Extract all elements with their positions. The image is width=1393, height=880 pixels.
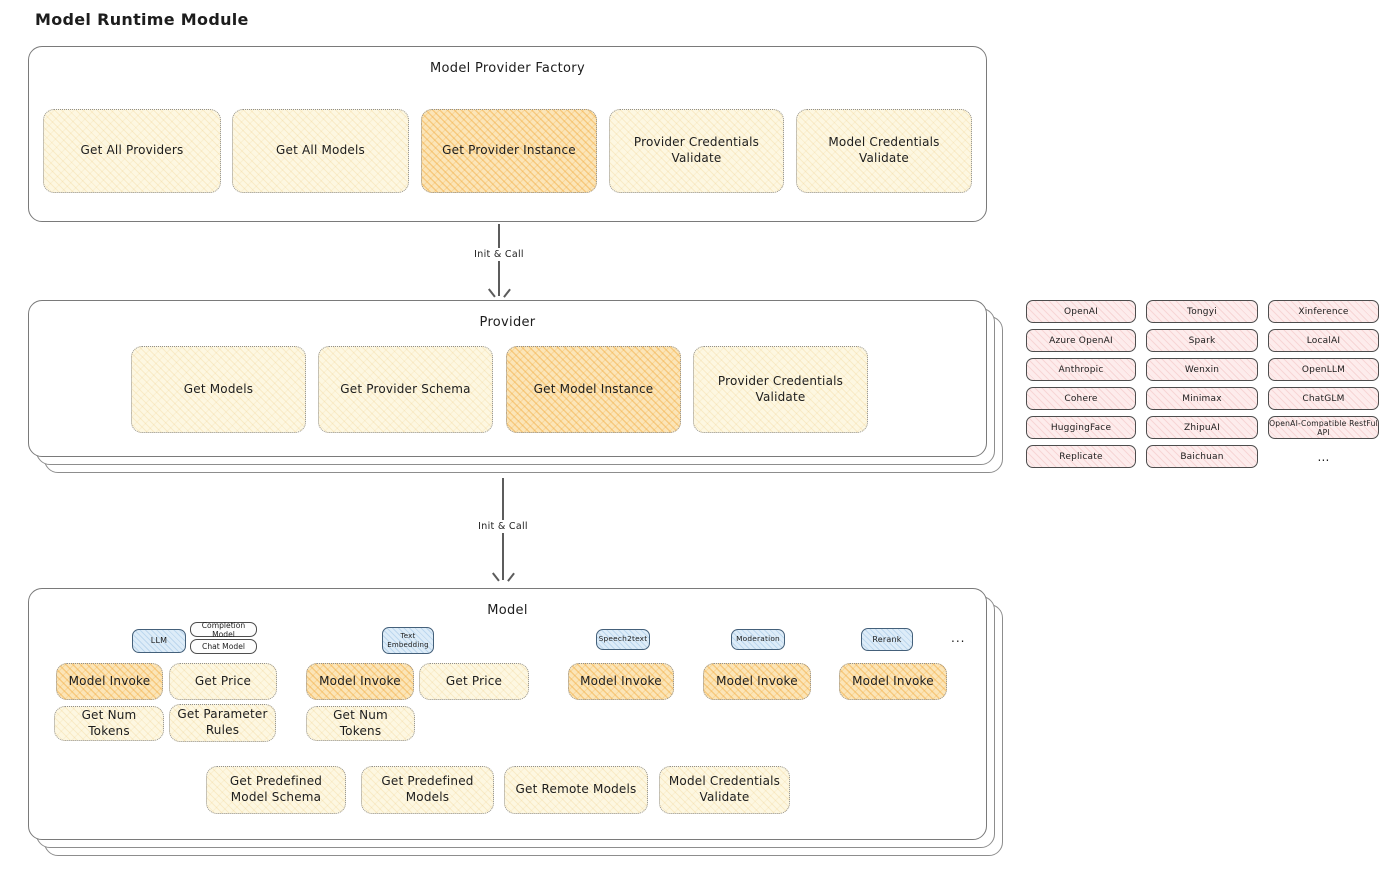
model-op-invoke-text-embedding: Model Invoke [306, 663, 414, 700]
arrow-head-icon [497, 572, 509, 581]
provider-chip-spark: Spark [1146, 329, 1258, 352]
provider-chip-wenxin: Wenxin [1146, 358, 1258, 381]
model-type-tag-speech2text: Speech2text [596, 629, 650, 650]
model-type-tag-moderation: Moderation [731, 629, 785, 650]
model-type-more-ellipsis: ... [951, 631, 966, 645]
arrow-label: Init & Call [470, 248, 528, 261]
provider-chip-openai-compatible: OpenAI-Compatible RestFul API [1268, 416, 1379, 439]
model-op-invoke-moderation: Model Invoke [703, 663, 811, 700]
provider-chip-more-ellipsis: ... [1317, 449, 1330, 464]
model-type-tag-chat-model: Chat Model [190, 639, 257, 654]
factory-op-get-all-providers: Get All Providers [43, 109, 221, 193]
provider-op-get-model-instance: Get Model Instance [506, 346, 681, 433]
model-type-tag-text-embedding: Text Embedding [382, 627, 434, 654]
provider-chip-baichuan: Baichuan [1146, 445, 1258, 468]
provider-chip-huggingface: HuggingFace [1026, 416, 1136, 439]
provider-chip-chatglm: ChatGLM [1268, 387, 1379, 410]
model-op-get-parameter-rules: Get Parameter Rules [169, 704, 276, 742]
model-op-get-num-tokens-text-embedding: Get Num Tokens [306, 706, 415, 741]
provider-chip-xinference: Xinference [1268, 300, 1379, 323]
factory-op-model-credentials-validate: Model Credentials Validate [796, 109, 972, 193]
provider-chip-openai: OpenAI [1026, 300, 1136, 323]
model-title: Model [487, 603, 528, 618]
arrow-down-init-call-2: Init & Call [474, 478, 532, 581]
provider-chip-anthropic: Anthropic [1026, 358, 1136, 381]
model-op-get-predefined-model-schema: Get Predefined Model Schema [206, 766, 346, 814]
provider-chip-zhipuai: ZhipuAI [1146, 416, 1258, 439]
model-container: Model LLM Completion Model Chat Model Te… [28, 588, 987, 840]
model-type-tag-completion-model: Completion Model [190, 621, 257, 639]
factory-title: Model Provider Factory [430, 61, 585, 76]
model-op-invoke-rerank: Model Invoke [839, 663, 947, 700]
model-op-get-price-text-embedding: Get Price [419, 663, 529, 700]
provider-chip-grid: OpenAI Tongyi Xinference Azure OpenAI Sp… [1026, 300, 1379, 468]
diagram-title: Model Runtime Module [35, 10, 249, 29]
arrow-down-init-call-1: Init & Call [470, 224, 528, 297]
provider-chip-localai: LocalAI [1268, 329, 1379, 352]
provider-chip-openllm: OpenLLM [1268, 358, 1379, 381]
provider-chip-replicate: Replicate [1026, 445, 1136, 468]
provider-op-get-provider-schema: Get Provider Schema [318, 346, 493, 433]
model-op-get-predefined-models: Get Predefined Models [361, 766, 494, 814]
factory-op-get-provider-instance: Get Provider Instance [421, 109, 597, 193]
model-op-get-price-llm: Get Price [169, 663, 277, 700]
model-op-get-num-tokens-llm: Get Num Tokens [54, 706, 164, 741]
arrow-head-icon [493, 288, 505, 297]
provider-op-get-models: Get Models [131, 346, 306, 433]
factory-op-get-all-models: Get All Models [232, 109, 409, 193]
provider-chip-minimax: Minimax [1146, 387, 1258, 410]
provider-op-provider-credentials-validate: Provider Credentials Validate [693, 346, 868, 433]
model-op-invoke-llm: Model Invoke [56, 663, 163, 700]
model-op-model-credentials-validate: Model Credentials Validate [659, 766, 790, 814]
model-op-get-remote-models: Get Remote Models [504, 766, 648, 814]
factory-op-provider-credentials-validate: Provider Credentials Validate [609, 109, 784, 193]
arrow-label: Init & Call [474, 520, 532, 533]
provider-chip-tongyi: Tongyi [1146, 300, 1258, 323]
provider-container: Provider Get Models Get Provider Schema … [28, 300, 987, 457]
provider-chip-cohere: Cohere [1026, 387, 1136, 410]
factory-container: Model Provider Factory Get All Providers… [28, 46, 987, 222]
model-op-invoke-speech2text: Model Invoke [568, 663, 674, 700]
model-type-tag-llm: LLM [132, 629, 186, 653]
provider-chip-azure-openai: Azure OpenAI [1026, 329, 1136, 352]
provider-title: Provider [479, 315, 536, 330]
model-type-tag-rerank: Rerank [861, 628, 913, 651]
